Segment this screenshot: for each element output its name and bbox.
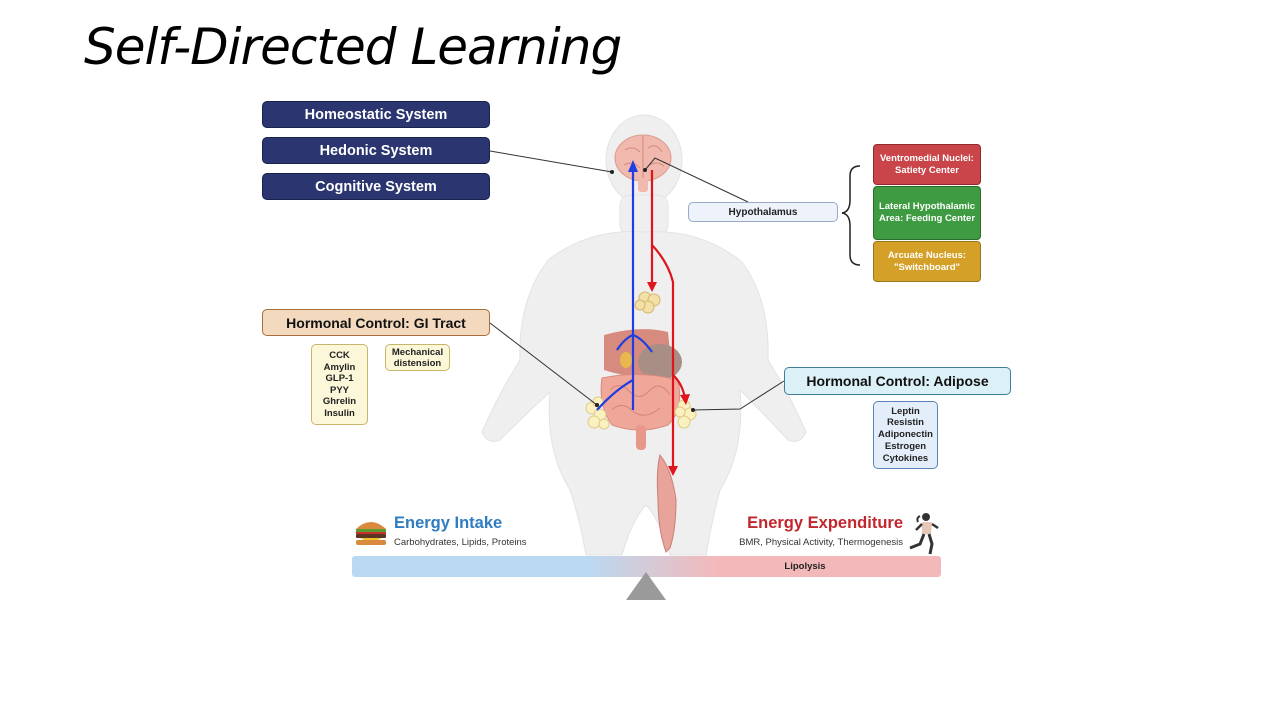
hedonic-system-box: Hedonic System <box>262 137 490 164</box>
gi-hormone: Insulin <box>324 407 355 419</box>
hypothalamus-label: Hypothalamus <box>688 202 838 222</box>
gi-hormone: CCK <box>329 350 350 361</box>
efferent-arrowhead-adipose <box>680 394 690 405</box>
cognitive-system-box: Cognitive System <box>262 173 490 200</box>
lipolysis-label: Lipolysis <box>784 561 826 572</box>
adipose-hormone: Adiponectin <box>878 429 933 441</box>
adipose-hormone: Leptin <box>891 405 920 417</box>
efferent-arrowhead-muscle <box>668 466 678 476</box>
adipose-header: Hormonal Control: Adipose <box>784 367 1011 395</box>
muscle-icon <box>656 453 677 553</box>
adipose-hormone: Resistin <box>887 417 924 429</box>
gi-hormone: GLP-1 <box>325 373 354 384</box>
brace <box>841 165 861 266</box>
mechanical-line: Mechanical <box>391 346 444 358</box>
adipose-hormone: Cytokines <box>882 452 929 464</box>
adipose-cluster-left <box>585 396 610 430</box>
gi-hormone: Ghrelin <box>322 396 357 407</box>
balance-fulcrum <box>626 572 666 600</box>
energy-expenditure-title: Energy Expenditure <box>747 514 903 532</box>
leader-lines <box>489 150 785 411</box>
arcuate-nucleus-box: Arcuate Nucleus: "Switchboard" <box>873 241 981 282</box>
homeostatic-system-box: Homeostatic System <box>262 101 490 128</box>
adipose-hormone: Estrogen <box>884 440 927 452</box>
gi-hormone: PYY <box>329 384 349 396</box>
leader-dots <box>595 168 695 412</box>
afferent-arrowhead <box>628 160 638 172</box>
energy-intake-subtitle: Carbohydrates, Lipids, Proteins <box>394 537 527 548</box>
burger-icon <box>354 517 388 552</box>
lateral-hypothalamic-area-box: Lateral Hypothalamic Area: Feeding Cente… <box>873 186 981 240</box>
gi-organs <box>600 329 682 450</box>
mechanical-distension-box: Mechanical distension <box>385 344 450 371</box>
mechanical-line: distension <box>393 357 442 369</box>
efferent-arrowhead-pancreas <box>647 282 657 292</box>
runner-icon <box>906 512 942 561</box>
gi-hormone-list: CCK Amylin GLP-1 PYY Ghrelin Insulin <box>311 344 368 425</box>
ventromedial-nuclei-box: Ventromedial Nuclei: Satiety Center <box>873 144 981 185</box>
energy-expenditure-subtitle: BMR, Physical Activity, Thermogenesis <box>739 537 903 548</box>
slide-title: Self-Directed Learning <box>84 18 622 76</box>
gi-tract-header: Hormonal Control: GI Tract <box>262 309 490 336</box>
energy-balance-bar <box>352 556 941 577</box>
adipose-cluster-upper <box>634 291 661 314</box>
brain-icon <box>614 134 672 192</box>
energy-intake-title: Energy Intake <box>394 514 503 532</box>
gi-hormone: Amylin <box>323 361 356 373</box>
afferent-pathway <box>596 168 653 411</box>
adipose-hormone-list: Leptin Resistin Adiponectin Estrogen Cyt… <box>873 401 938 469</box>
